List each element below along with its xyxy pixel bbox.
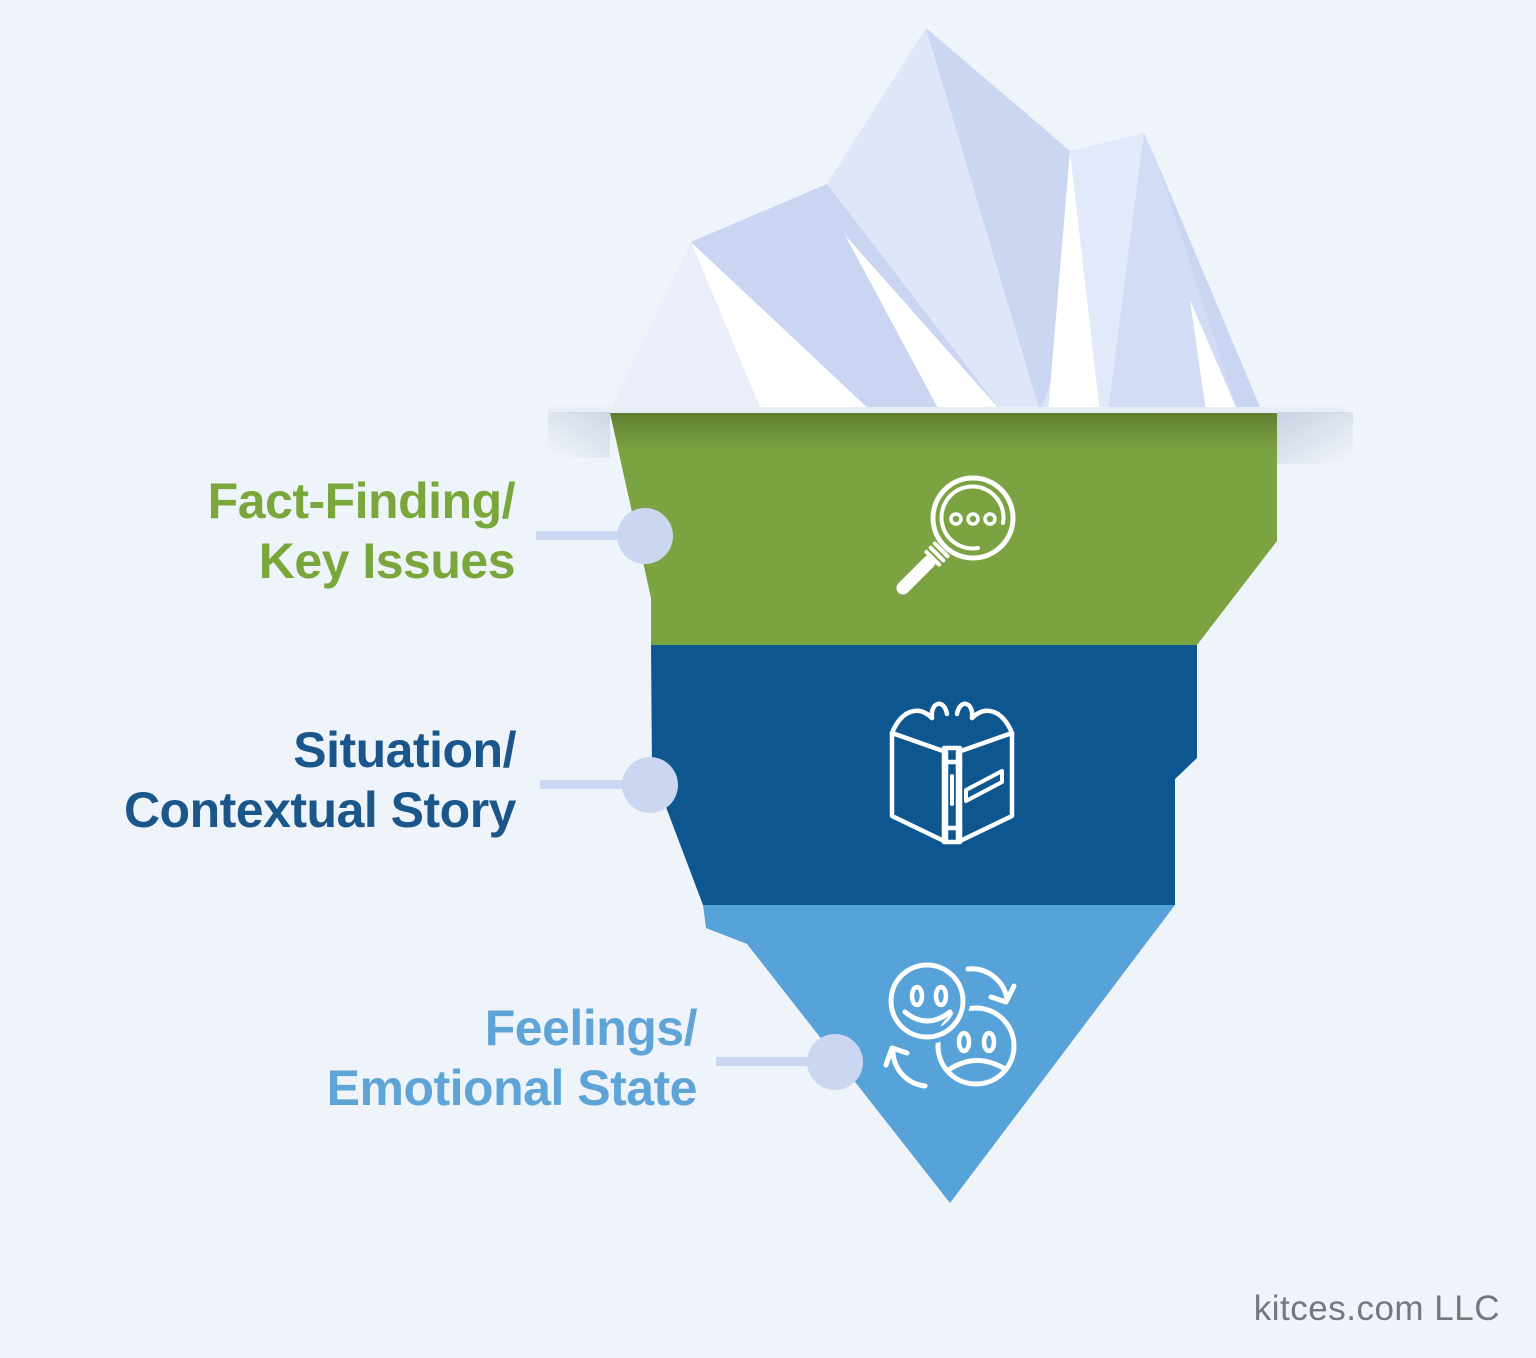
- label-feelings-line1: Feelings/: [484, 1000, 698, 1056]
- connectors: [536, 508, 863, 1090]
- faces-swap-icon: [883, 958, 1017, 1089]
- label-situation: Situation/ Contextual Story: [31, 720, 517, 840]
- label-fact-finding-line1: Fact-Finding/: [207, 473, 516, 529]
- connector-dot-feelings: [807, 1034, 863, 1090]
- attribution-text: kitces.com LLC: [1253, 1289, 1500, 1328]
- label-situation-line1: Situation/: [293, 722, 516, 778]
- waterline: [548, 407, 1345, 413]
- layer-situation-shape: [651, 645, 1197, 905]
- label-fact-finding-line2: Key Issues: [258, 533, 516, 589]
- connector-line-fact-finding: [536, 531, 642, 540]
- label-situation-line2: Contextual Story: [123, 782, 517, 838]
- magnifier-dots-icon: [896, 475, 1016, 595]
- connector-dot-situation: [622, 757, 678, 813]
- connector-dot-fact-finding: [617, 508, 673, 564]
- open-book-icon: [889, 701, 1015, 845]
- connector-line-feelings: [716, 1057, 832, 1066]
- waterline-shadow-right: [1277, 412, 1353, 464]
- layer-fact-finding-shade: [610, 413, 1277, 452]
- connector-line-situation: [540, 780, 652, 789]
- label-feelings: Feelings/ Emotional State: [242, 998, 698, 1118]
- label-fact-finding: Fact-Finding/ Key Issues: [95, 471, 516, 591]
- waterline-shadow-left: [548, 412, 610, 458]
- iceberg-above-water: [610, 28, 1262, 412]
- label-feelings-line2: Emotional State: [326, 1060, 698, 1116]
